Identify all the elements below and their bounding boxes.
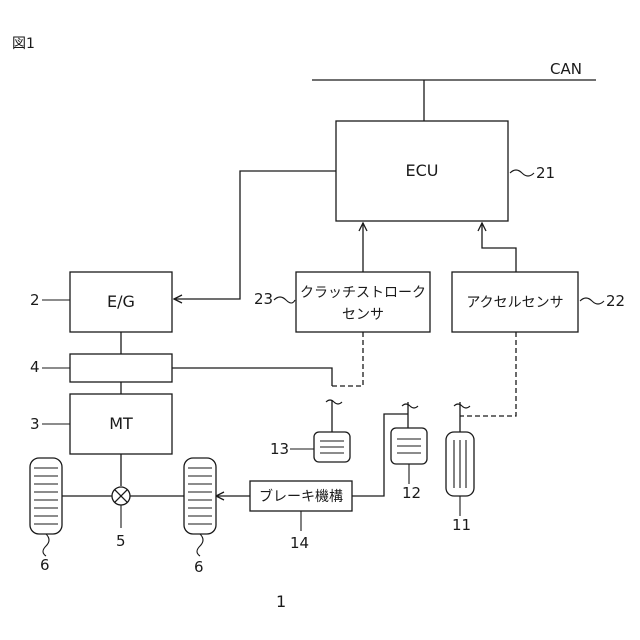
right-wheel-ref: 6 [194,558,204,576]
clutch-pedal-ref: 13 [270,440,289,458]
ecu-leader [510,170,534,176]
clutch-stroke-sensor-box [296,272,430,332]
clutch-stroke-sensor-label-line2: センサ [342,307,384,323]
brake-mechanism-ref: 14 [290,534,309,552]
ecu-ref: 21 [536,164,555,182]
right-wheel [184,458,216,534]
clutch-stroke-sensor-label-line1: クラッチストローク [300,285,426,301]
right-wheel-leader [197,534,203,556]
clutch-stroke-sensor-ref: 23 [254,290,273,308]
clutch-pedal-arm-mark [326,400,342,404]
brake-pedal-ref: 12 [402,484,421,502]
differential-symbol [112,487,130,505]
clutch-sensor-dashed-link [332,332,363,386]
left-wheel-leader [43,534,49,556]
accel-pedal-ref: 11 [452,516,471,534]
accel-sensor-leader [580,298,604,304]
system-number: 1 [276,592,286,611]
clutch-stroke-sensor-leader [274,297,295,303]
brake-mechanism-label: ブレーキ機構 [259,488,343,505]
figure-label: 図1 [12,36,35,52]
accel-pedal-arm-mark [454,404,470,408]
clutch-box [70,354,172,382]
transmission-ref: 3 [30,415,40,433]
left-wheel [30,458,62,534]
accel-sensor-label: アクセルセンサ [466,295,563,311]
accel-sensor-dashed-link [460,332,516,416]
can-label: CAN [550,60,582,78]
clutch-ref: 4 [30,358,40,376]
engine-ref: 2 [30,291,40,309]
ecu-label: ECU [406,161,439,180]
accel-sensor-to-ecu-line [482,223,516,272]
brake-pedal-arm-mark [402,404,418,408]
differential-ref: 5 [116,532,126,550]
engine-label: E/G [107,292,135,311]
left-wheel-ref: 6 [40,556,50,574]
accel-sensor-ref: 22 [606,292,625,310]
transmission-label: MT [109,414,133,433]
clutch-to-pedal-line [172,368,332,386]
